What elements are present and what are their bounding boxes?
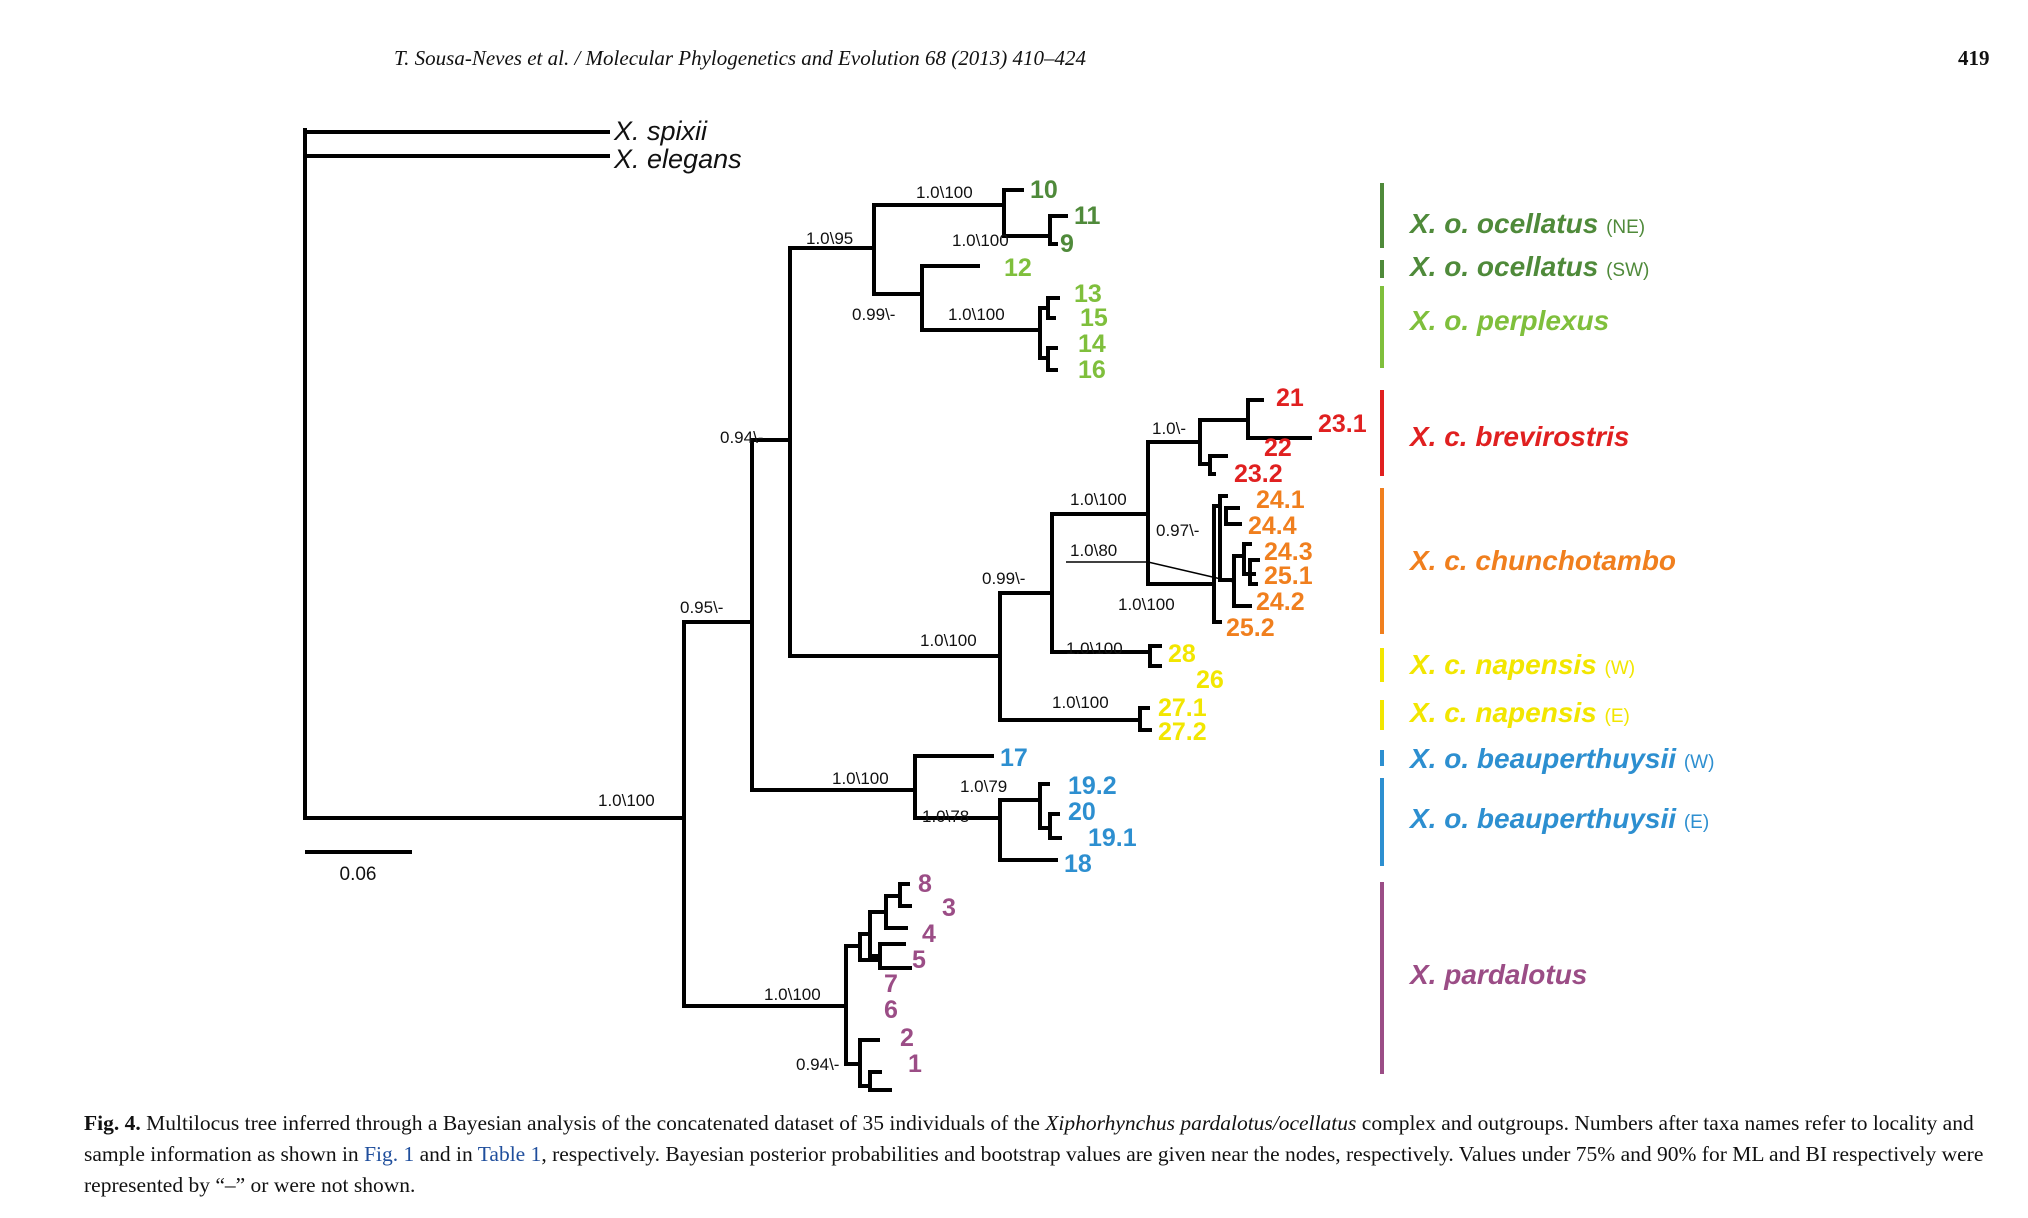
tip-label: 14 bbox=[1078, 330, 1106, 358]
tip-label: 3 bbox=[942, 894, 956, 922]
caption-label: Fig. 4. bbox=[84, 1111, 141, 1135]
support-values: 1.0\100 0.95\- 0.94\- 1.0\95 1.0\100 1.0… bbox=[598, 183, 1199, 1074]
tip-label: 27.2 bbox=[1158, 718, 1207, 746]
clade-labels: X. o. ocellatus (NE) X. o. ocellatus (SW… bbox=[1408, 208, 1714, 990]
support-ocell: 1.0\95 bbox=[806, 229, 853, 248]
support-n9-11: 1.0\100 bbox=[952, 231, 1009, 250]
caption-text: and in bbox=[414, 1142, 478, 1166]
caption-text: complex and outgroups. Numbers after tax… bbox=[84, 1111, 1974, 1166]
tip-label: 23.2 bbox=[1234, 460, 1283, 488]
support-root: 1.0\100 bbox=[598, 791, 655, 810]
tip-label: 19.2 bbox=[1068, 772, 1117, 800]
outgroup-label-elegans: X. elegans bbox=[613, 144, 742, 174]
clade-label-napensis-w: X. c. napensis (W) bbox=[1408, 649, 1635, 680]
caption-taxon: Xiphorhynchus pardalotus/ocellatus bbox=[1045, 1111, 1357, 1135]
tip-label: 7 bbox=[884, 970, 898, 998]
tip-label: 6 bbox=[884, 996, 898, 1024]
clade-label-napensis-e: X. c. napensis (E) bbox=[1408, 697, 1630, 728]
support-perp: 1.0\100 bbox=[948, 305, 1005, 324]
tip-label: 25.2 bbox=[1226, 614, 1275, 642]
tip-label: 24.4 bbox=[1248, 512, 1297, 540]
support-brev: 1.0\- bbox=[1152, 419, 1186, 438]
tip-label: 20 bbox=[1068, 798, 1096, 826]
clade-label-beau-w: X. o. beauperthuysii (W) bbox=[1408, 743, 1714, 774]
support-n178: 1.0\78 bbox=[922, 807, 969, 826]
tip-label: 4 bbox=[922, 920, 936, 948]
tip-label: 8 bbox=[918, 870, 932, 898]
tip-label: 2 bbox=[900, 1024, 914, 1052]
tip-label: 28 bbox=[1168, 640, 1196, 668]
tip-label: 1 bbox=[908, 1050, 922, 1078]
support-napE: 1.0\100 bbox=[1052, 693, 1109, 712]
support-pointer-line bbox=[1066, 561, 1235, 583]
support-pard094: 0.94\- bbox=[796, 1055, 839, 1074]
support-n10-9: 1.0\100 bbox=[916, 183, 973, 202]
tip-label: 13 bbox=[1074, 280, 1102, 308]
clade-label-brevirostris: X. c. brevirostris bbox=[1408, 421, 1629, 452]
tip-label: 16 bbox=[1078, 356, 1106, 384]
support-n094: 0.94\- bbox=[720, 428, 763, 447]
tip-label: 26 bbox=[1196, 666, 1224, 694]
caption-text: , respectively. Bayesian posterior proba… bbox=[84, 1142, 1984, 1197]
tip-label: 25.1 bbox=[1264, 562, 1313, 590]
page-number: 419 bbox=[1958, 46, 1990, 70]
support-n099: 0.99\- bbox=[982, 569, 1025, 588]
tip-label: 19.1 bbox=[1088, 824, 1137, 852]
support-n095: 0.95\- bbox=[680, 598, 723, 617]
tree-branches bbox=[303, 128, 1312, 1092]
support-brev-chunch: 1.0\100 bbox=[1070, 490, 1127, 509]
tip-label: 24.1 bbox=[1256, 486, 1305, 514]
tip-label: 22 bbox=[1264, 434, 1292, 462]
clade-label-pardalotus: X. pardalotus bbox=[1408, 959, 1587, 990]
tip-label: 27.1 bbox=[1158, 694, 1207, 722]
tip-label: 5 bbox=[912, 946, 926, 974]
tip-label: 15 bbox=[1080, 304, 1108, 332]
clade-label-chunchotambo: X. c. chunchotambo bbox=[1408, 545, 1676, 576]
tip-label: 24.2 bbox=[1256, 588, 1305, 616]
clade-label-beau-e: X. o. beauperthuysii (E) bbox=[1408, 803, 1709, 834]
support-pard: 1.0\100 bbox=[764, 985, 821, 1004]
support-brevchunch-stem: 1.0\100 bbox=[920, 631, 977, 650]
tip-label: 12 bbox=[1004, 254, 1032, 282]
scale-bar-label: 0.06 bbox=[340, 864, 377, 885]
caption-ref-table[interactable]: Table 1 bbox=[477, 1142, 542, 1166]
support-beau: 1.0\100 bbox=[832, 769, 889, 788]
clade-label-ocellatus-ne: X. o. ocellatus (NE) bbox=[1408, 208, 1645, 239]
support-napW: 1.0\100 bbox=[1066, 639, 1123, 658]
clade-label-ocellatus-sw: X. o. ocellatus (SW) bbox=[1408, 251, 1649, 282]
caption-ref-figure[interactable]: Fig. 1 bbox=[364, 1142, 415, 1166]
tip-label: 24.3 bbox=[1264, 538, 1313, 566]
support-n179: 1.0\79 bbox=[960, 777, 1007, 796]
running-head: T. Sousa-Neves et al. / Molecular Phylog… bbox=[394, 46, 1086, 70]
phylogenetic-tree-figure: 0.06 X. spixii X. elegans 1.0\100 0.95\-… bbox=[303, 116, 1714, 1092]
figure-caption: Fig. 4. Multilocus tree inferred through… bbox=[84, 1108, 2004, 1201]
outgroup-label-spixii: X. spixii bbox=[613, 116, 708, 146]
clade-label-perplexus: X. o. perplexus bbox=[1408, 305, 1609, 336]
tip-label: 21 bbox=[1276, 384, 1304, 412]
support-n097: 0.97\- bbox=[1156, 521, 1199, 540]
caption-text: Multilocus tree inferred through a Bayes… bbox=[140, 1111, 1046, 1135]
tip-label: 17 bbox=[1000, 744, 1028, 772]
support-n1080: 1.0\80 bbox=[1070, 541, 1117, 560]
tip-labels: 10 11 9 12 13 15 14 16 21 23.1 22 23.2 2… bbox=[884, 176, 1367, 1078]
tip-label: 10 bbox=[1030, 176, 1058, 204]
tip-label: 9 bbox=[1060, 230, 1074, 258]
tip-label: 18 bbox=[1064, 850, 1092, 878]
support-n24-25: 1.0\100 bbox=[1118, 595, 1175, 614]
tip-label: 11 bbox=[1074, 202, 1101, 230]
support-perp099: 0.99\- bbox=[852, 305, 895, 324]
running-header: T. Sousa-Neves et al. / Molecular Phylog… bbox=[0, 38, 2028, 78]
tip-label: 23.1 bbox=[1318, 410, 1367, 438]
